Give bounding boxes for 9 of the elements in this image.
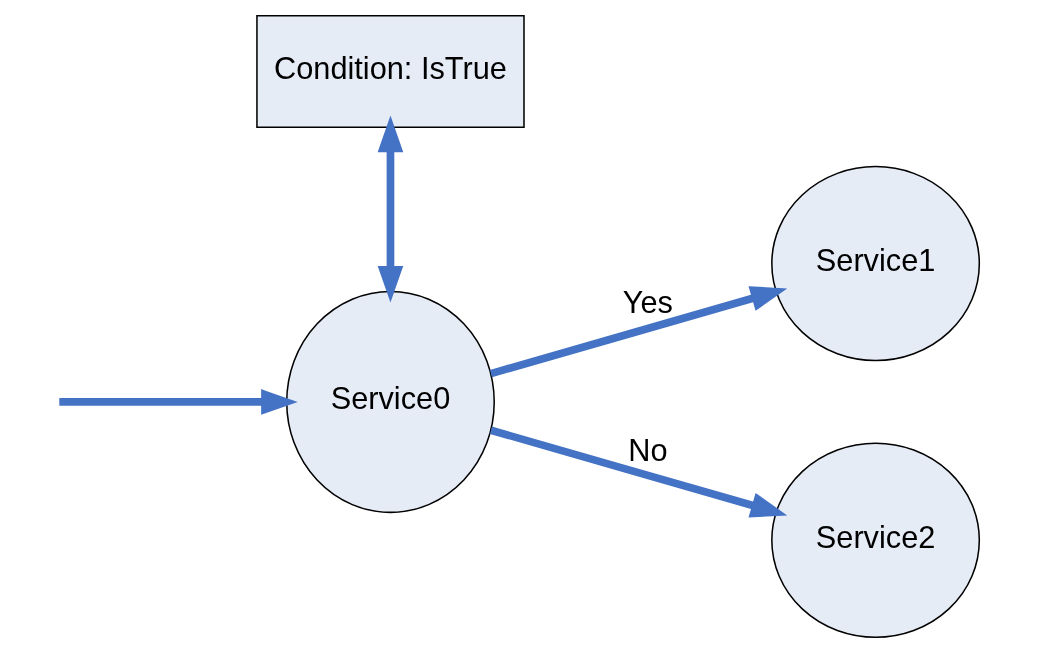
node-box: Condition: IsTrue: [256, 15, 525, 128]
arrow: [377, 115, 404, 303]
arrow: [489, 286, 788, 378]
arrow: [489, 426, 788, 518]
node-circle: Service0: [285, 290, 495, 514]
edge-label: No: [628, 433, 668, 469]
edge-label: Yes: [622, 285, 673, 321]
node-circle: Service1: [771, 165, 981, 362]
node-circle: Service2: [771, 442, 981, 638]
